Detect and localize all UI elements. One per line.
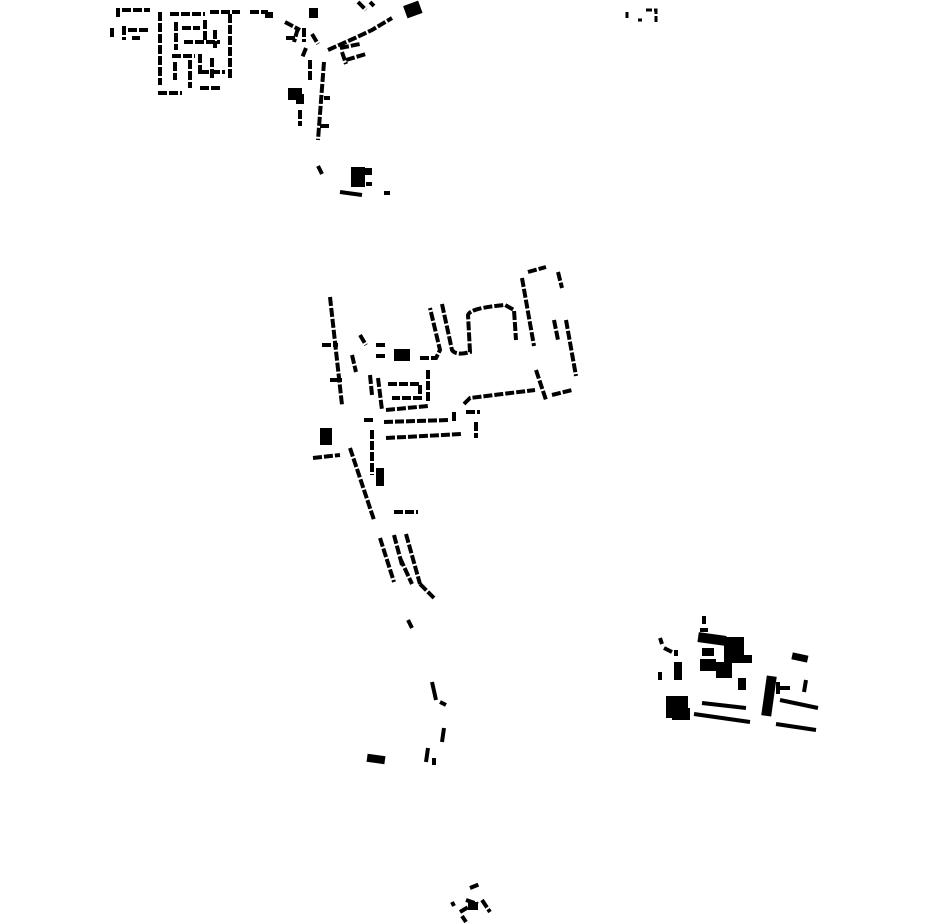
cluster-central-complex (312, 265, 578, 600)
cluster-northwest-grid (110, 8, 273, 95)
cluster-north-small (316, 165, 390, 197)
cluster-northeast (625, 8, 658, 24)
cluster-southeast (658, 616, 819, 732)
cluster-south (450, 882, 492, 924)
cluster-north-junction (284, 0, 423, 141)
cluster-south-strip (366, 619, 447, 765)
